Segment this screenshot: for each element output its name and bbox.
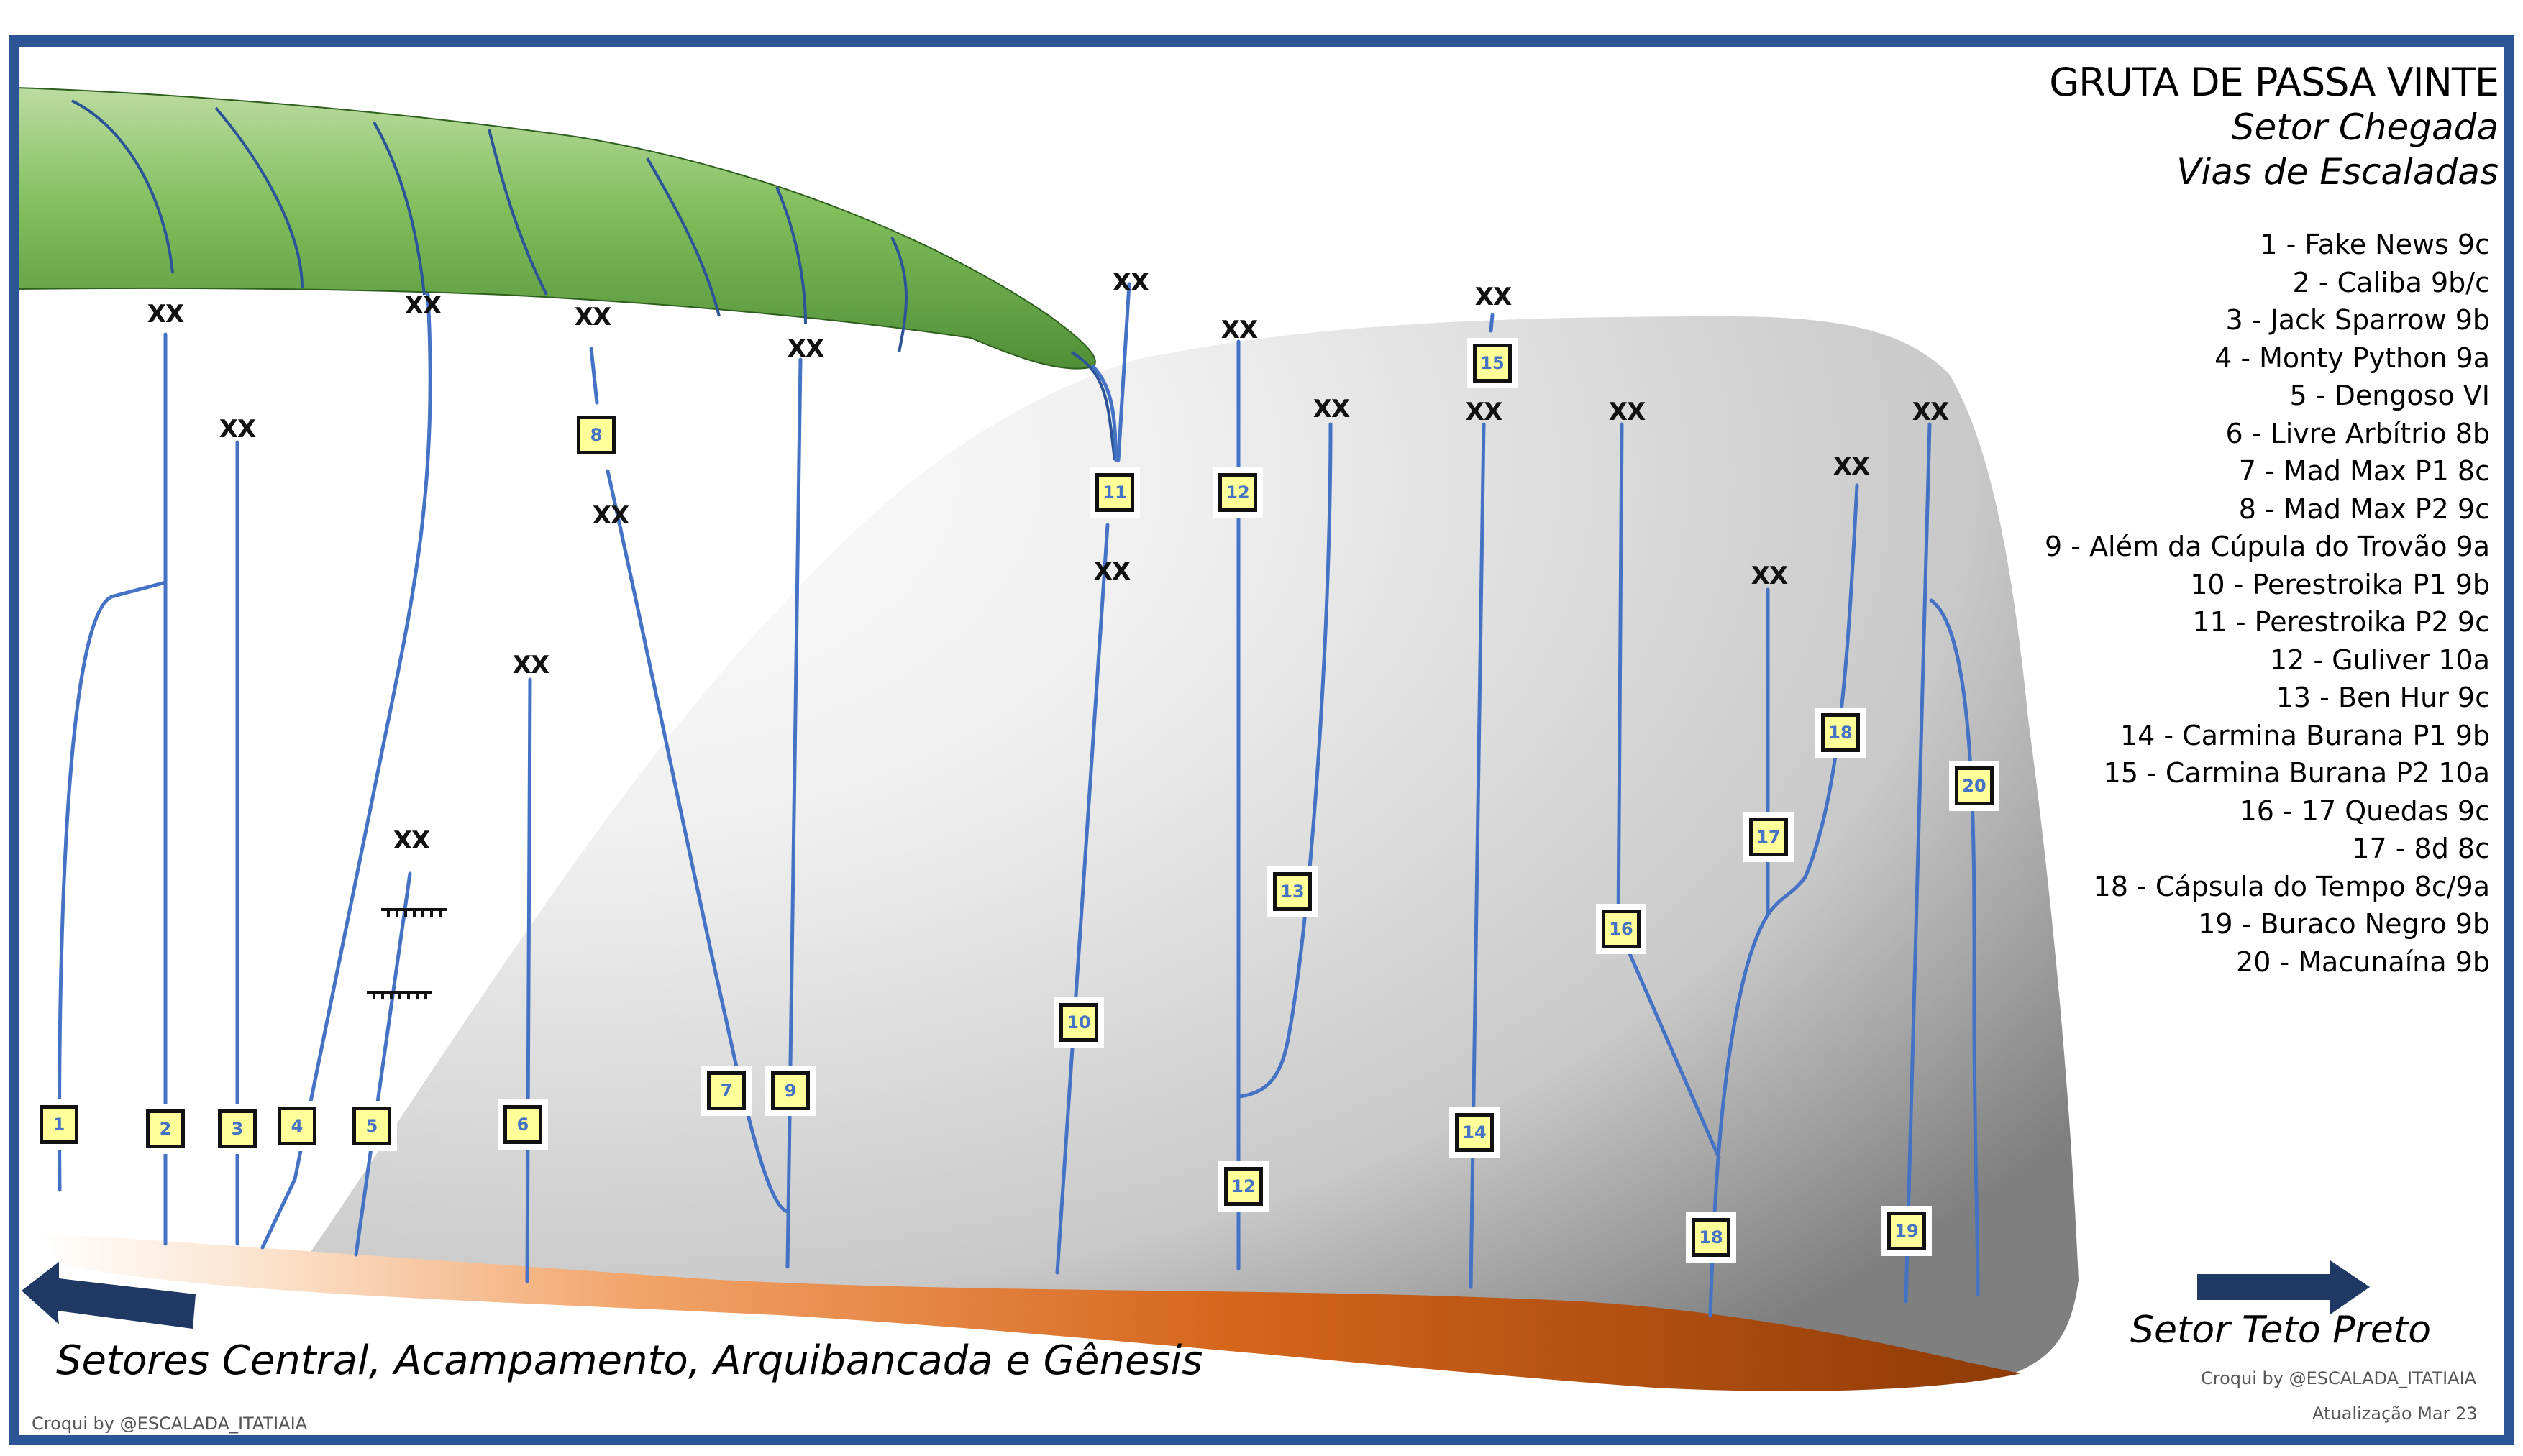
route-line-13: [1238, 422, 1333, 1099]
arrow-left-icon: [22, 1262, 196, 1329]
anchor-marker: XX: [1608, 398, 1646, 426]
legend-item: 7 - Mad Max P1 8c: [2238, 455, 2490, 487]
legend-item: 1 - Fake News 9c: [2260, 229, 2490, 260]
roof-strata-lines: [71, 99, 1116, 461]
anchor-marker: XX: [404, 291, 442, 320]
route-label-13: 13: [1267, 866, 1318, 917]
legend-item: 11 - Perestroika P2 9c: [2192, 606, 2490, 638]
route-line-4: [260, 293, 432, 1250]
anchor-marker: XX: [592, 501, 629, 530]
route-line-1: [58, 580, 168, 1192]
route-line-5: [354, 871, 412, 1257]
route-label-1: 1: [34, 1099, 84, 1150]
route-label-12-top: 12: [1213, 467, 1263, 518]
route-label-5: 5: [347, 1101, 397, 1151]
title-block: GRUTA DE PASSA VINTE Setor Chegada Vias …: [2049, 60, 2499, 194]
anchor-marker: XX: [1474, 283, 1512, 311]
diagram-frame: [9, 35, 2514, 1445]
route-label-12-bottom: 12: [1218, 1161, 1269, 1212]
legend-item: 18 - Cápsula do Tempo 8c/9a: [2093, 870, 2490, 902]
sector-subtitle: Setor Chegada: [2231, 106, 2499, 148]
anchor-marker: XX: [512, 651, 549, 679]
legend-item: 5 - Dengoso VI: [2289, 380, 2490, 411]
route-label-4: 4: [272, 1101, 322, 1151]
anchor-marker: XX: [1112, 268, 1149, 297]
ground-strip: [40, 1233, 2021, 1391]
legend-item: 15 - Carmina Burana P2 10a: [2103, 757, 2490, 789]
anchor-marker: XX: [574, 303, 611, 331]
route-label-3: 3: [212, 1104, 263, 1154]
legend-item: 17 - 8d 8c: [2352, 833, 2490, 864]
anchor-marker: XX: [1912, 398, 1949, 426]
legend-item: 14 - Carmina Burana P1 9b: [2120, 719, 2490, 751]
legend-item: 8 - Mad Max P2 9c: [2238, 493, 2490, 525]
route-label-17: 17: [1743, 812, 1794, 862]
anchor-marker: XX: [147, 300, 184, 329]
rock-wall: [291, 316, 2079, 1376]
route-line-20: [1929, 598, 1980, 1296]
anchor-marker: XX: [787, 334, 824, 363]
route-label-11: 11: [1090, 467, 1140, 518]
route-line-7-8: [589, 347, 790, 1214]
route-label-9: 9: [765, 1066, 816, 1116]
anchor-marker: XX: [1313, 395, 1350, 423]
update-date: Atualização Mar 23: [2312, 1404, 2478, 1424]
anchor-marker: XX: [1751, 562, 1788, 590]
anchor-marker: XX: [1465, 398, 1502, 426]
routes-subtitle: Vias de Escaladas: [2176, 151, 2499, 193]
route-label-8: 8: [571, 410, 621, 460]
route-label-19: 19: [1881, 1206, 1932, 1256]
route-line-18: [1708, 483, 1859, 1318]
legend-item: 20 - Macunaína 9b: [2236, 946, 2490, 978]
anchor-marker: XX: [1221, 316, 1258, 344]
route-label-6: 6: [498, 1099, 548, 1150]
legend-item: 13 - Ben Hur 9c: [2276, 682, 2490, 713]
anchor-marker: XX: [1093, 557, 1131, 586]
route-line-roof-drop: [1091, 365, 1118, 462]
route-label-7: 7: [701, 1066, 752, 1116]
legend-item: 10 - Perestroika P1 9b: [2190, 568, 2490, 600]
legend-item: 2 - Caliba 9b/c: [2292, 266, 2490, 298]
sector-right-label: Setor Teto Preto: [2130, 1309, 2432, 1352]
legend-item: 4 - Monty Python 9a: [2214, 342, 2490, 374]
route-label-14: 14: [1449, 1107, 1500, 1158]
route-label-20: 20: [1949, 761, 1999, 811]
route-legend: 1 - Fake News 9c 2 - Caliba 9b/c 3 - Jac…: [2045, 226, 2490, 981]
route-label-18-top: 18: [1815, 708, 1866, 758]
legend-item: 16 - 17 Quedas 9c: [2239, 795, 2490, 827]
legend-item: 12 - Guliver 10a: [2269, 644, 2490, 676]
credit-left: Croqui by @ESCALADA_ITATIAIA: [32, 1414, 308, 1434]
route-line-6: [525, 677, 532, 1283]
legend-item: 3 - Jack Sparrow 9b: [2225, 304, 2491, 336]
route-label-16: 16: [1596, 904, 1646, 954]
route-label-2: 2: [140, 1104, 191, 1154]
anchor-marker: XX: [219, 415, 256, 444]
route-line-9: [785, 357, 803, 1269]
route-label-15: 15: [1467, 338, 1518, 388]
legend-item: 9 - Além da Cúpula do Trovão 9a: [2045, 531, 2490, 562]
arrow-right-icon: [2197, 1260, 2370, 1314]
route-label-18-bottom: 18: [1686, 1212, 1736, 1263]
page-title: GRUTA DE PASSA VINTE: [2049, 60, 2499, 105]
route-line-19: [1904, 422, 1932, 1304]
route-label-10: 10: [1054, 997, 1104, 1048]
credit-right: Croqui by @ESCALADA_ITATIAIA: [2201, 1368, 2477, 1388]
sector-left-label: Setores Central, Acampamento, Arquibanca…: [56, 1337, 1203, 1384]
bolt-markers: [367, 908, 447, 999]
anchor-marker: XX: [1833, 452, 1870, 481]
route-line-10-11: [1055, 282, 1131, 1275]
route-line-15: [1489, 313, 1495, 333]
legend-item: 6 - Livre Arbítrio 8b: [2225, 417, 2490, 449]
anchor-marker: XX: [393, 826, 430, 855]
legend-item: 19 - Buraco Negro 9b: [2198, 908, 2490, 940]
